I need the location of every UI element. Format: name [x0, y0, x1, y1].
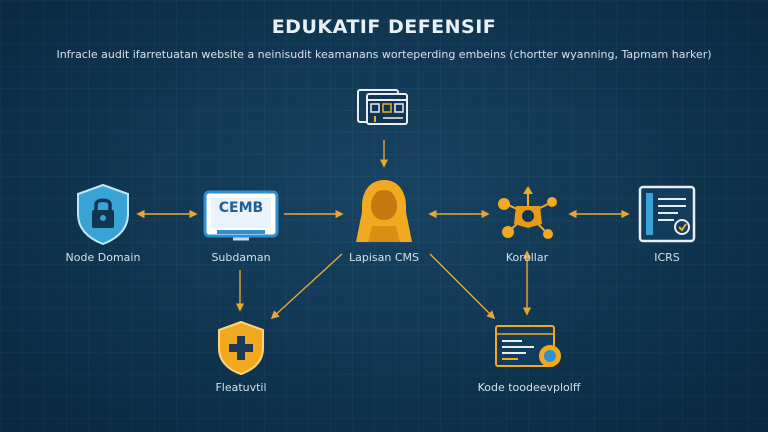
monitor-screen-text: CEMB [218, 200, 264, 216]
kode-label: Kode toodeevplolff [477, 381, 581, 394]
fleatuvtil-label: Fleatuvtil [215, 381, 267, 394]
network-nodes-icon [498, 186, 557, 239]
kode-node [494, 324, 564, 372]
server-panel-icon [357, 89, 408, 125]
node-domain-label: Node Domain [65, 251, 141, 264]
code-window-icon [495, 325, 561, 367]
link-cms-fleatuvtil [270, 253, 343, 320]
subdomain-label: Subdaman [211, 251, 271, 264]
diagram-subtitle: Infracle audit ifarretuatan website a ne… [56, 48, 712, 61]
top-node [355, 86, 413, 132]
cms-node [354, 178, 414, 244]
shield-plus-icon [218, 320, 264, 376]
icrs-label: ICRS [654, 251, 680, 264]
hooded-hacker-icon [356, 180, 412, 242]
node-domain [72, 182, 134, 246]
monitor-icon [203, 190, 279, 241]
shield-lock-icon [77, 183, 129, 246]
korullar-label: Korullar [505, 251, 549, 264]
korullar-node [494, 184, 562, 244]
diagram-title: EDUKATIF DEFENSIF [271, 16, 497, 38]
subdomain-node: CEMB [203, 190, 279, 242]
fleatuvtil-node [216, 320, 266, 376]
icrs-node [638, 185, 696, 243]
document-panel-icon [638, 185, 696, 243]
link-cms-kode [429, 253, 496, 320]
cms-label: Lapisan CMS [348, 251, 419, 264]
